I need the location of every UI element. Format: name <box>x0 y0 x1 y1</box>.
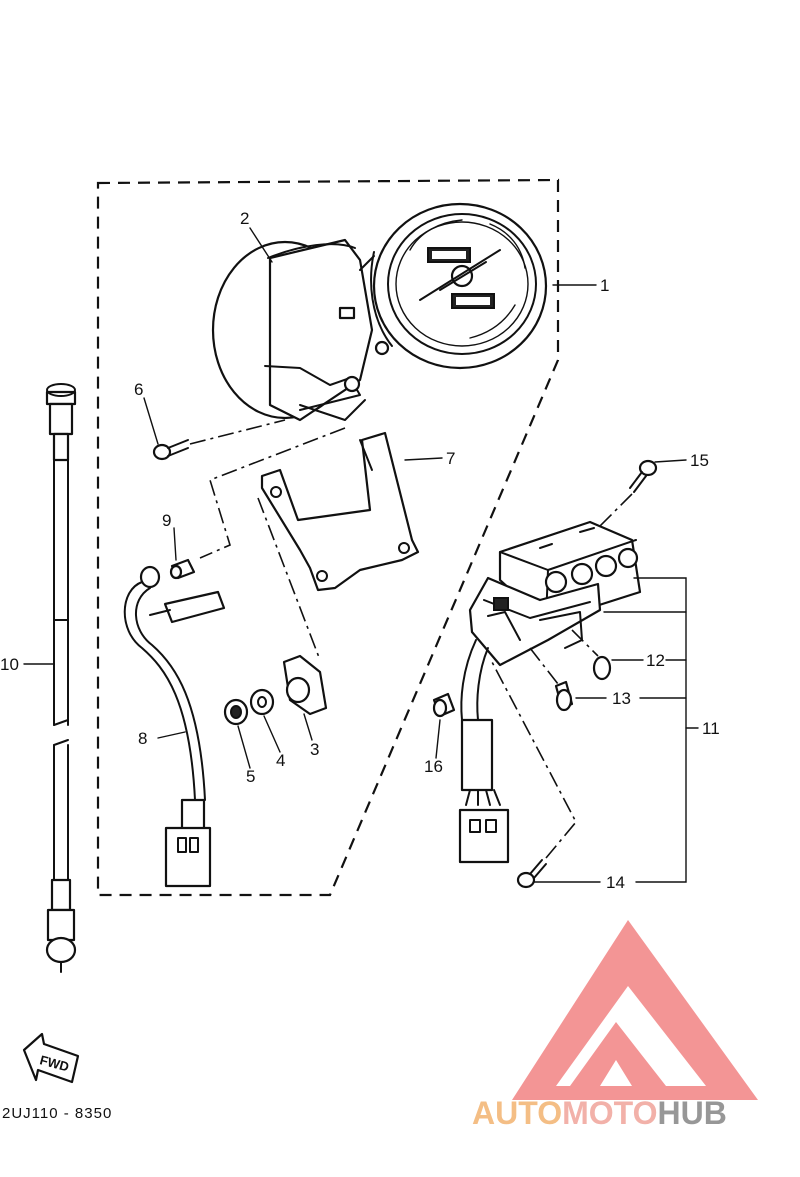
callout-10: 10 <box>0 655 19 674</box>
indicator-assembly-11 <box>458 520 642 864</box>
bulb-12 <box>571 629 612 681</box>
damper-3 <box>257 497 328 716</box>
grommet-9 <box>169 558 196 580</box>
fwd-label: FWD <box>38 1052 70 1074</box>
callout-12: 12 <box>646 651 665 670</box>
screw-6 <box>152 419 286 461</box>
meter-case <box>211 238 374 422</box>
callout-13: 13 <box>612 689 631 708</box>
callout-15: 15 <box>690 451 709 470</box>
svg-text:AUTOMOTOHUB: AUTOMOTOHUB <box>472 1095 727 1131</box>
callout-11: 11 <box>702 719 720 738</box>
automotohub-logo: AUTOMOTOHUB <box>472 920 758 1131</box>
bulb-13 <box>529 647 574 712</box>
speedometer-assembly <box>338 202 548 370</box>
callout-14: 14 <box>606 873 625 892</box>
meter-lead-8 <box>123 565 226 888</box>
callout-1: 1 <box>600 276 609 295</box>
meter-bracket <box>260 431 420 592</box>
nut-5 <box>223 698 249 726</box>
logo-text-hub: HUB <box>657 1095 726 1131</box>
speedometer-cable-10 <box>45 383 77 973</box>
drawing-code: 2UJ110 - 8350 <box>2 1105 112 1122</box>
callout-labels: 1 2 3 4 5 6 7 8 9 10 11 12 13 14 15 16 <box>0 209 720 892</box>
forward-direction-arrow: FWD <box>22 1032 80 1084</box>
logo-text-auto: AUTO <box>472 1095 562 1131</box>
callout-9: 9 <box>162 511 171 530</box>
leader-lines <box>23 227 699 883</box>
washer-4 <box>249 688 275 716</box>
callout-2: 2 <box>240 209 249 228</box>
callout-16: 16 <box>424 757 443 776</box>
callout-4: 4 <box>276 751 285 770</box>
callout-5: 5 <box>246 767 255 786</box>
logo-text-moto: MOTO <box>562 1095 657 1131</box>
assembly-boundary <box>96 178 560 897</box>
callout-3: 3 <box>310 740 319 759</box>
screw-14 <box>491 661 577 889</box>
screw-15 <box>599 459 658 527</box>
logo-triangle-icon <box>512 920 758 1100</box>
callout-6: 6 <box>134 380 143 399</box>
grommet-16 <box>432 692 456 718</box>
callout-7: 7 <box>446 449 455 468</box>
callout-8: 8 <box>138 729 147 748</box>
